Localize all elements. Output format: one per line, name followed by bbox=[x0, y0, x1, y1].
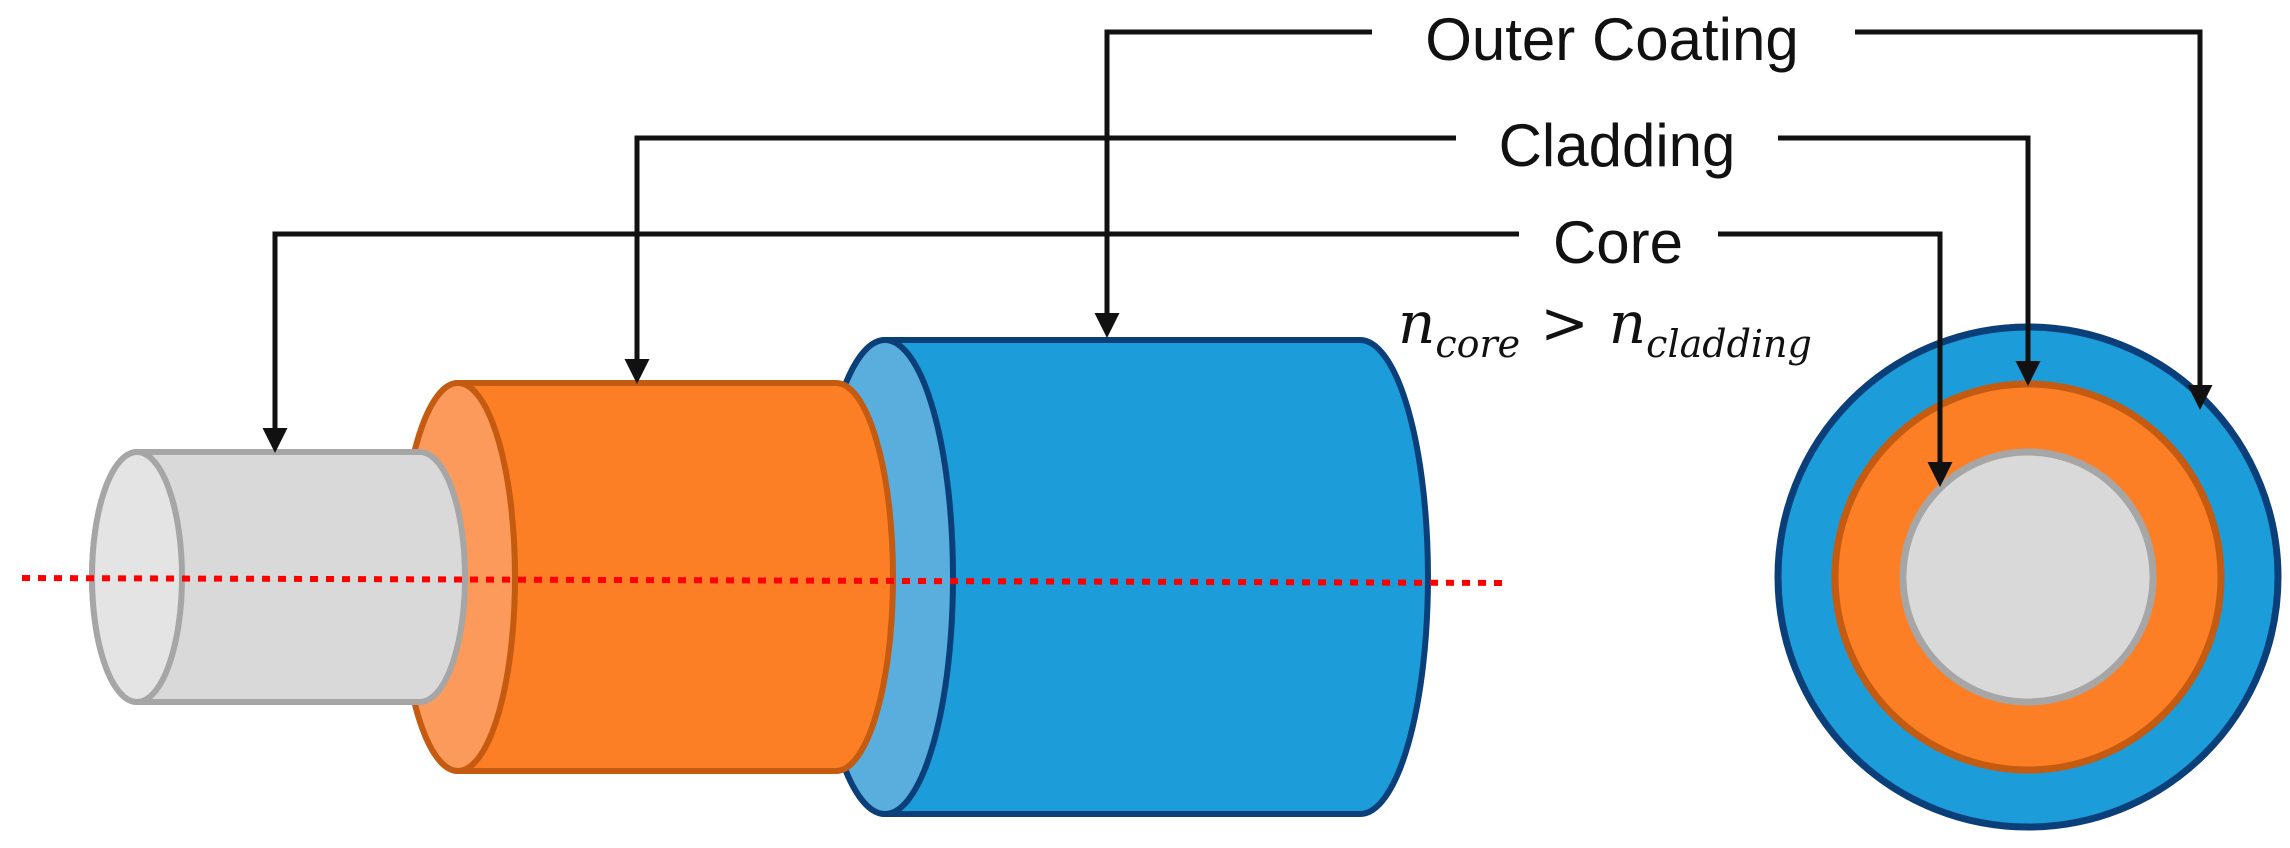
fiber-axis-line bbox=[21, 575, 1506, 586]
outer-coating-leader-left bbox=[1094, 29, 1372, 338]
refractive-index-condition: ncore>ncladding bbox=[1398, 289, 1812, 366]
n-core-symbol: n bbox=[1398, 289, 1435, 357]
leader-lines bbox=[262, 29, 2213, 487]
n-cladding-symbol: n bbox=[1609, 289, 1646, 357]
n-core-subscript: core bbox=[1435, 322, 1520, 366]
cladding-label: Cladding bbox=[1499, 112, 1736, 179]
greater-than-operator: > bbox=[1540, 289, 1589, 357]
core-label: Core bbox=[1553, 209, 1683, 276]
cladding-leader-right bbox=[1778, 135, 2041, 386]
cladding-leader-left bbox=[624, 135, 1456, 384]
fiber-cross-section bbox=[1774, 323, 2282, 831]
outer-coating-cylinder bbox=[814, 337, 1431, 817]
n-cladding-subscript: cladding bbox=[1646, 322, 1812, 366]
core-leader-left bbox=[262, 231, 1519, 453]
core-leader-right bbox=[1718, 231, 1953, 487]
outer-coating-leader-right bbox=[1855, 29, 2213, 410]
fiber-side-view bbox=[21, 337, 1506, 817]
outer-coating-label: Outer Coating bbox=[1425, 6, 1799, 73]
cross-section-core bbox=[1899, 448, 2157, 706]
